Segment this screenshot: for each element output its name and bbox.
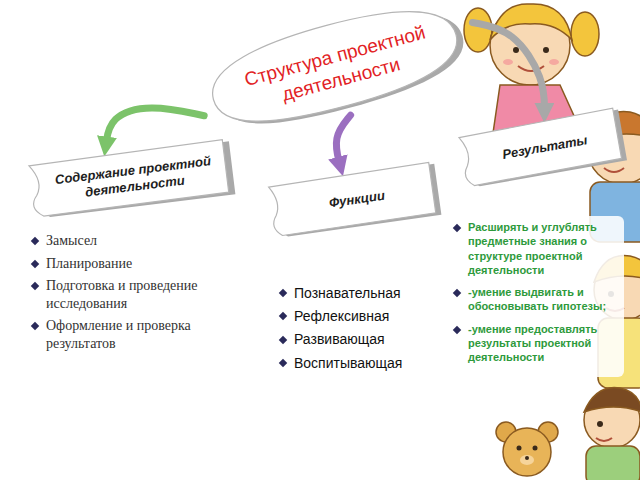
curved-arrow xyxy=(106,108,205,147)
shape-body xyxy=(202,0,466,139)
list-item: Развивающая xyxy=(278,330,450,348)
bullet-list: ЗамыселПланированиеПодготовка и проведен… xyxy=(30,232,245,357)
list-item: Воспитывающая xyxy=(278,354,450,372)
list-item: Расширять и углублять предметные знания … xyxy=(452,220,620,277)
bullet-list: Расширять и углублять предметные знания … xyxy=(450,216,624,377)
shape-body xyxy=(29,140,229,217)
section-banner: Функции xyxy=(263,160,445,240)
bullet-list: ПознавательнаяРефлексивнаяРазвивающаяВос… xyxy=(278,284,450,377)
list-item: Рефлексивная xyxy=(278,307,450,325)
curved-arrow xyxy=(472,22,544,112)
list-item: Познавательная xyxy=(278,284,450,302)
list-item: Замысел xyxy=(30,232,245,250)
curved-arrow xyxy=(336,115,350,166)
section-banner: Содержание проектной деятельности xyxy=(22,137,239,220)
list-item: -умение предоставлять результаты проектн… xyxy=(452,322,620,365)
list-item: Подготовка и проведение исследования xyxy=(30,277,245,312)
list-item: Оформление и проверка результатов xyxy=(30,317,245,352)
section-banner: Результаты xyxy=(453,106,630,191)
teddy-bear xyxy=(496,422,558,476)
list-item: -умение выдвигать и обосновывать гипотез… xyxy=(452,285,620,314)
shape-body xyxy=(268,162,436,236)
shape-body xyxy=(459,108,622,186)
title-cloud: Структура проектной деятельности xyxy=(185,0,491,150)
list-item: Планирование xyxy=(30,255,245,273)
child-figure xyxy=(584,388,640,480)
